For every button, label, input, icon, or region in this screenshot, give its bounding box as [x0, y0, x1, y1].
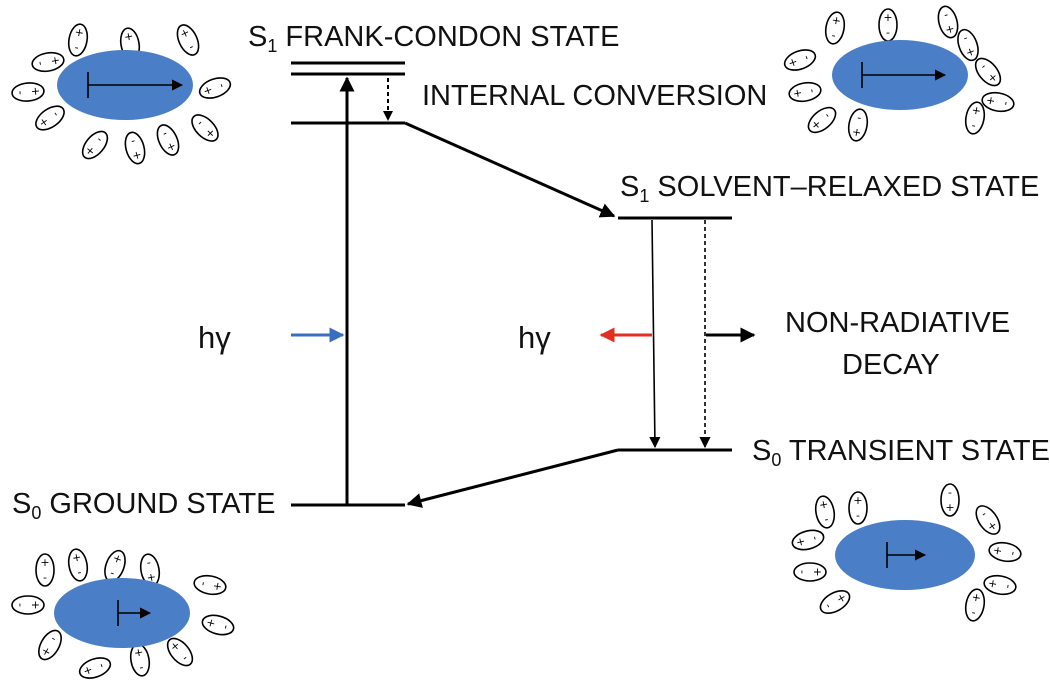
s1-solvent-relaxed-label: S1 SOLVENT–RELAXED STATE [620, 171, 1039, 206]
solvent-relaxation-arrow [404, 121, 616, 218]
solvation-cluster-bottom-right [789, 483, 1024, 624]
nonradiative-decay-label-line1: NON-RADIATIVE [785, 307, 1010, 339]
s1-franck-condon-label: S1 FRANK-CONDON STATE [248, 21, 619, 56]
emitted-photon-label: hγ [518, 320, 551, 355]
internal-conversion-label: INTERNAL CONVERSION [422, 80, 767, 112]
nonradiative-decay-label-line2: DECAY [842, 349, 940, 381]
s0-ground-label: S0 GROUND STATE [12, 488, 276, 523]
fluorescence-transition-arrow [649, 219, 661, 449]
s0-transient-label: S0 TRANSIENT STATE [752, 435, 1050, 470]
absorbed-photon-label: hγ [198, 320, 231, 355]
ground-state-relaxation-arrow [406, 448, 619, 508]
solvation-cluster-bottom-left [11, 546, 237, 683]
solvation-cluster-top-left [10, 20, 234, 167]
solvation-cluster-top-right [781, 3, 1017, 144]
